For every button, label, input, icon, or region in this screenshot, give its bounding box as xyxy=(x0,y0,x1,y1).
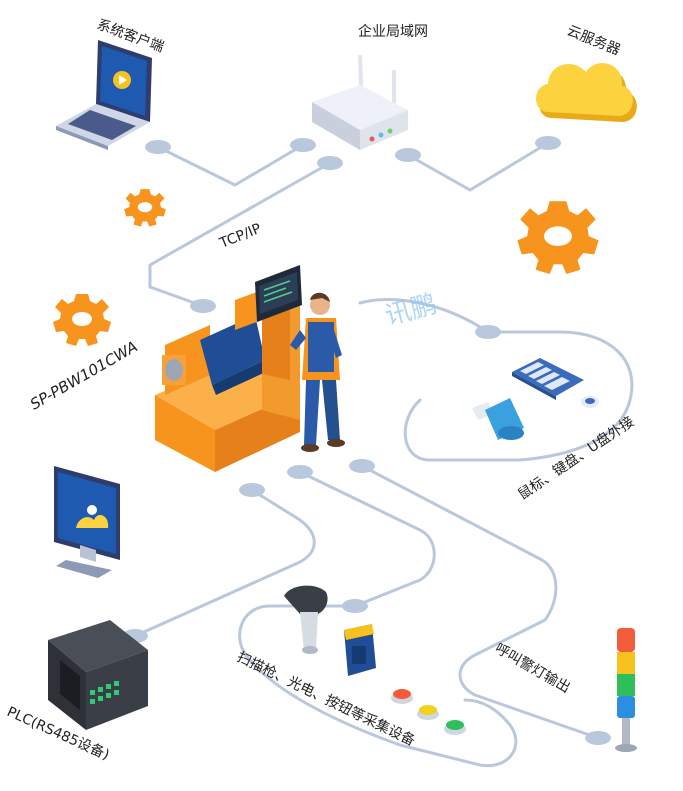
watermark: 讯鹏 xyxy=(382,289,440,331)
mouse-icon xyxy=(581,396,599,408)
router-icon xyxy=(312,54,408,150)
line-scanner-loop xyxy=(238,604,518,768)
line-machine-calllight xyxy=(360,464,600,740)
label-model: SP-PBW101CWA xyxy=(27,337,141,413)
button-icon xyxy=(391,689,413,704)
gear-icon xyxy=(53,294,111,346)
label-call-light: 呼叫警灯输出 xyxy=(492,641,573,697)
button-icon xyxy=(444,720,466,735)
signal-tower-icon xyxy=(615,628,637,752)
monitor-icon xyxy=(255,265,302,322)
line-peripherals-loop xyxy=(403,330,634,462)
usb-drive-icon xyxy=(472,398,524,440)
machine-icon xyxy=(155,290,300,472)
node xyxy=(535,136,561,150)
line-lan-cloud xyxy=(406,141,550,192)
keyboard-icon xyxy=(512,358,584,400)
gear-icon xyxy=(517,201,599,274)
node xyxy=(475,325,501,339)
worker-icon xyxy=(290,292,345,452)
node xyxy=(239,483,265,497)
line-machine-plc xyxy=(133,488,316,638)
node xyxy=(349,459,375,473)
connection-lines xyxy=(133,141,634,768)
line-machine-scanner xyxy=(298,470,436,608)
node xyxy=(395,148,421,162)
node xyxy=(145,140,171,154)
node xyxy=(585,731,611,745)
barcode-scanner-icon xyxy=(284,585,328,654)
gear-icon xyxy=(124,189,166,227)
line-machine-peripherals xyxy=(358,298,490,334)
node xyxy=(317,156,343,170)
node xyxy=(290,138,316,152)
cloud-icon xyxy=(536,63,637,122)
label-lan: 企业局域网 xyxy=(358,23,428,40)
node xyxy=(287,465,313,479)
laptop-icon xyxy=(56,40,152,150)
line-client-lan xyxy=(156,143,305,187)
node xyxy=(342,599,368,613)
monitor-icon xyxy=(54,466,120,578)
node xyxy=(190,299,216,313)
line-lan-machine xyxy=(148,161,332,308)
photoelectric-sensor-icon xyxy=(344,624,376,676)
label-scanner: 扫描枪、光电、按钮等采集设备 xyxy=(234,648,418,749)
button-icon xyxy=(417,705,439,720)
plc-icon xyxy=(48,620,148,730)
connection-nodes xyxy=(122,136,611,745)
label-cloud: 云服务器 xyxy=(565,23,623,59)
label-tcpip: TCP/IP xyxy=(217,221,264,252)
